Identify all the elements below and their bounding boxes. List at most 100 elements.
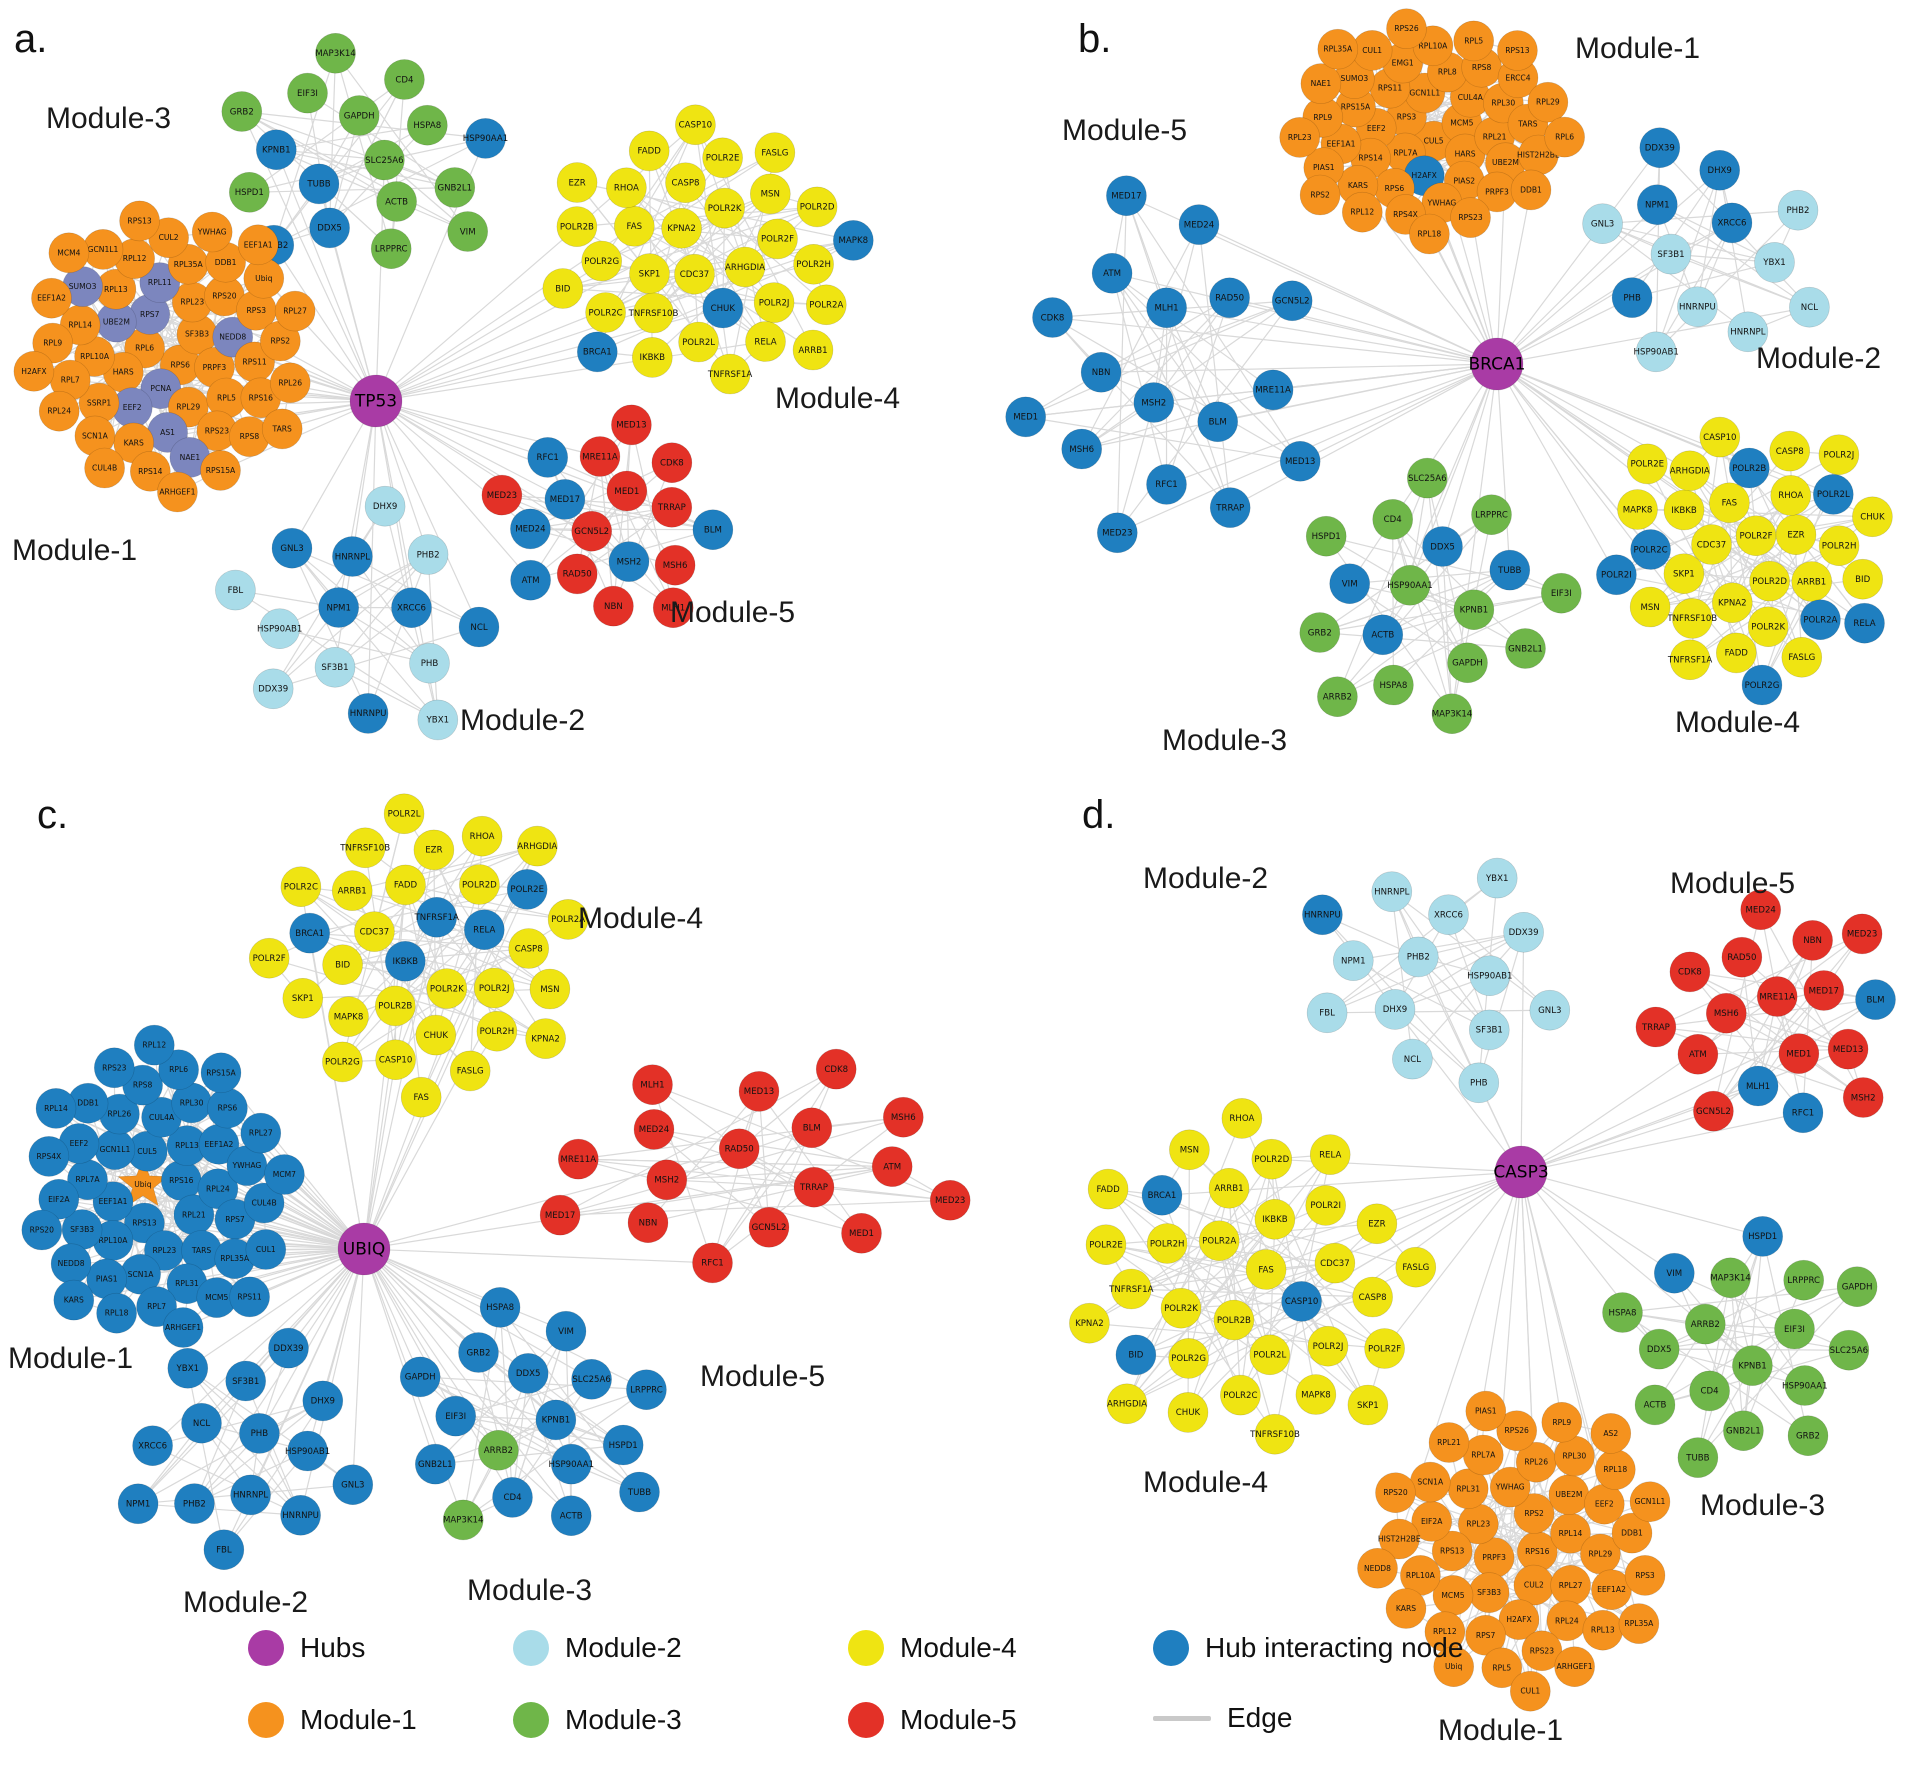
- gene-node-GAPDH[interactable]: GAPDH: [1836, 1266, 1878, 1307]
- gene-node-POLR2H[interactable]: POLR2H: [1146, 1223, 1188, 1264]
- gene-node-DDX5[interactable]: DDX5: [507, 1353, 549, 1394]
- gene-node-SLC25A6[interactable]: SLC25A6: [571, 1359, 612, 1400]
- gene-node-POLR2A[interactable]: POLR2A: [805, 284, 847, 326]
- gene-node-POLR2J[interactable]: POLR2J: [1818, 434, 1860, 476]
- hub-node-UBIQ[interactable]: UBIQ: [337, 1222, 391, 1276]
- gene-node-POLR2D[interactable]: POLR2D: [1749, 560, 1790, 602]
- gene-node-FAS[interactable]: FAS: [1245, 1249, 1287, 1290]
- gene-node-POLR2H[interactable]: POLR2H: [793, 243, 834, 285]
- gene-node-HSPA8[interactable]: HSPA8: [479, 1287, 521, 1328]
- gene-node-POLR2L[interactable]: POLR2L: [1813, 474, 1854, 515]
- gene-node-HSPA8[interactable]: HSPA8: [1602, 1292, 1643, 1333]
- gene-node-DDX5[interactable]: DDX5: [309, 207, 350, 249]
- gene-node-MSN[interactable]: MSN: [1629, 586, 1671, 628]
- gene-node-KPNB1[interactable]: KPNB1: [1732, 1345, 1773, 1386]
- gene-node-SLC25A6[interactable]: SLC25A6: [1407, 457, 1448, 499]
- gene-node-RPL29[interactable]: RPL29: [1527, 81, 1569, 123]
- gene-node-POLR2G[interactable]: POLR2G: [1741, 664, 1783, 706]
- gene-node-MED13[interactable]: MED13: [738, 1071, 780, 1112]
- gene-node-MSN[interactable]: MSN: [749, 173, 791, 215]
- gene-node-MAPK8[interactable]: MAPK8: [328, 996, 369, 1037]
- gene-node-RAD50[interactable]: RAD50: [1721, 936, 1763, 978]
- gene-node-CHUK[interactable]: CHUK: [1167, 1392, 1209, 1433]
- gene-node-LRPPRC[interactable]: LRPPRC: [1783, 1259, 1824, 1301]
- gene-node-MED23[interactable]: MED23: [929, 1180, 971, 1221]
- gene-node-KPNA2[interactable]: KPNA2: [525, 1018, 566, 1059]
- gene-node-DDX39[interactable]: DDX39: [252, 668, 294, 710]
- gene-node-FADD[interactable]: FADD: [1716, 632, 1757, 674]
- gene-node-NBN[interactable]: NBN: [1080, 351, 1122, 393]
- gene-node-HSPA8[interactable]: HSPA8: [1373, 664, 1414, 706]
- gene-node-GCN1L1[interactable]: GCN1L1: [94, 1129, 136, 1170]
- gene-node-POLR2H[interactable]: POLR2H: [1818, 525, 1860, 567]
- gene-node-BLM[interactable]: BLM: [692, 509, 734, 551]
- gene-node-CASP8[interactable]: CASP8: [1769, 430, 1810, 472]
- gene-node-POLR2K[interactable]: POLR2K: [1160, 1287, 1202, 1329]
- gene-node-SF3B3[interactable]: SF3B3: [1468, 1572, 1510, 1613]
- gene-node-SF3B1[interactable]: SF3B1: [1650, 233, 1692, 275]
- gene-node-VIM[interactable]: VIM: [1329, 563, 1370, 605]
- gene-node-MSH6[interactable]: MSH6: [882, 1096, 924, 1138]
- gene-node-MSH6[interactable]: MSH6: [654, 544, 696, 586]
- gene-node-HSPD1[interactable]: HSPD1: [1305, 515, 1347, 557]
- gene-node-SLC25A6[interactable]: SLC25A6: [364, 139, 405, 181]
- gene-node-DDX5[interactable]: DDX5: [1422, 526, 1463, 567]
- gene-node-RPL18[interactable]: RPL18: [1409, 213, 1450, 255]
- gene-node-CASP10[interactable]: CASP10: [1699, 416, 1741, 458]
- gene-node-MED24[interactable]: MED24: [510, 508, 551, 550]
- gene-node-NCL[interactable]: NCL: [458, 606, 500, 648]
- gene-node-LRPPRC[interactable]: LRPPRC: [626, 1369, 667, 1410]
- gene-node-MAP3K14[interactable]: MAP3K14: [442, 1499, 484, 1541]
- gene-node-MSH2[interactable]: MSH2: [608, 541, 650, 582]
- gene-node-RPL23[interactable]: RPL23: [1279, 117, 1320, 158]
- gene-node-POLR2D[interactable]: POLR2D: [459, 864, 500, 905]
- gene-node-CHUK[interactable]: CHUK: [702, 287, 744, 329]
- gene-node-TUBB[interactable]: TUBB: [619, 1471, 660, 1513]
- gene-node-RPL18[interactable]: RPL18: [96, 1292, 137, 1334]
- gene-node-NAE1[interactable]: NAE1: [1300, 63, 1342, 104]
- gene-node-RPS20[interactable]: RPS20: [1375, 1472, 1416, 1513]
- gene-node-MED13[interactable]: MED13: [1827, 1028, 1869, 1070]
- gene-node-CD4[interactable]: CD4: [1372, 499, 1413, 540]
- gene-node-FASLG[interactable]: FASLG: [449, 1050, 491, 1092]
- gene-node-RPS6[interactable]: RPS6: [207, 1087, 248, 1129]
- gene-node-MLH1[interactable]: MLH1: [632, 1064, 673, 1105]
- gene-node-PHB[interactable]: PHB: [1458, 1062, 1500, 1104]
- gene-node-MED24[interactable]: MED24: [633, 1109, 675, 1150]
- gene-node-IKBKB[interactable]: IKBKB: [1663, 489, 1705, 531]
- gene-node-POLR2K[interactable]: POLR2K: [426, 968, 468, 1009]
- gene-node-CDK8[interactable]: CDK8: [1669, 951, 1711, 993]
- gene-node-FADD[interactable]: FADD: [385, 864, 426, 906]
- gene-node-HNRNPU[interactable]: HNRNPU: [1677, 286, 1718, 328]
- gene-node-FBL[interactable]: FBL: [215, 569, 256, 611]
- gene-node-TARS[interactable]: TARS: [261, 408, 303, 450]
- gene-node-RPS16[interactable]: RPS16: [161, 1160, 202, 1201]
- gene-node-CDC37[interactable]: CDC37: [1314, 1242, 1356, 1284]
- gene-node-POLR2F[interactable]: POLR2F: [757, 218, 798, 260]
- gene-node-RPL24[interactable]: RPL24: [38, 390, 80, 432]
- gene-node-MAP3K14[interactable]: MAP3K14: [315, 32, 356, 74]
- gene-node-PHB2[interactable]: PHB2: [174, 1483, 215, 1524]
- gene-node-POLR2I[interactable]: POLR2I: [1596, 554, 1637, 596]
- gene-node-TRRAP[interactable]: TRRAP: [793, 1166, 835, 1208]
- gene-node-MED24[interactable]: MED24: [1178, 204, 1220, 245]
- gene-node-RPS23[interactable]: RPS23: [94, 1047, 135, 1089]
- gene-node-IKBKB[interactable]: IKBKB: [384, 940, 426, 982]
- gene-node-KPNB1[interactable]: KPNB1: [255, 129, 297, 170]
- gene-node-RPL21[interactable]: RPL21: [1428, 1422, 1470, 1463]
- gene-node-RHOA[interactable]: RHOA: [1221, 1098, 1263, 1139]
- gene-node-HNRNPL[interactable]: HNRNPL: [332, 536, 373, 577]
- gene-node-BLM[interactable]: BLM: [791, 1107, 833, 1149]
- gene-node-POLR2E[interactable]: POLR2E: [506, 869, 548, 910]
- gene-node-POLR2L[interactable]: POLR2L: [383, 793, 425, 835]
- gene-node-TUBB[interactable]: TUBB: [1489, 549, 1531, 591]
- gene-node-RPS11[interactable]: RPS11: [229, 1276, 270, 1318]
- gene-node-GNB2L1[interactable]: GNB2L1: [414, 1443, 456, 1485]
- gene-node-NEDD8[interactable]: NEDD8: [50, 1243, 92, 1284]
- gene-node-POLR2I[interactable]: POLR2I: [1305, 1185, 1346, 1226]
- gene-node-POLR2E[interactable]: POLR2E: [1085, 1224, 1127, 1265]
- gene-node-HNRNPU[interactable]: HNRNPU: [347, 693, 389, 734]
- gene-node-HNRNPL[interactable]: HNRNPL: [1371, 871, 1413, 913]
- gene-node-GNB2L1[interactable]: GNB2L1: [434, 167, 476, 208]
- gene-node-MAP3K14[interactable]: MAP3K14: [1710, 1257, 1751, 1299]
